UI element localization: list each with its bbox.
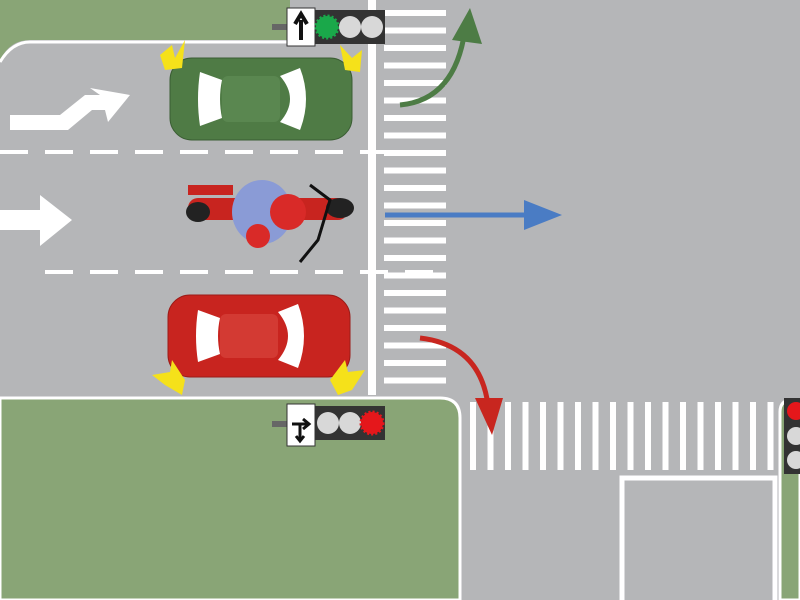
crosswalk-bottom (470, 402, 774, 470)
lane-dashes (0, 150, 433, 274)
red-path-arrow (419, 335, 491, 406)
crosswalk-stripe (384, 167, 446, 174)
lane-dash (270, 150, 298, 154)
crosswalk-stripe (522, 402, 529, 470)
crosswalk-stripe (697, 402, 704, 470)
crosswalk-stripe (470, 402, 476, 470)
blinker-icon (330, 360, 365, 395)
crosswalk-stripe (384, 325, 446, 331)
lane-dash (225, 150, 253, 154)
lane-dash (360, 270, 388, 274)
blue-arrowhead-icon (524, 200, 562, 230)
red-car (152, 294, 365, 395)
crosswalk-stripe (384, 290, 446, 296)
crosswalk-stripe (384, 10, 446, 16)
crosswalk-stripe (540, 402, 546, 470)
green-car (160, 40, 362, 141)
lane-dash (45, 150, 73, 154)
crosswalk-stripe (487, 402, 494, 470)
crosswalk-stripe (384, 45, 446, 51)
crosswalk-stripe (384, 132, 446, 139)
arrow-up-icon (293, 10, 309, 40)
crosswalk-stripe (384, 202, 446, 209)
crosswalk-main (384, 10, 446, 384)
lane-dash (405, 270, 433, 274)
lane-dash (135, 150, 163, 154)
lane-dash (225, 270, 253, 274)
lane-dash (270, 270, 298, 274)
green-path-arrow (399, 29, 468, 108)
crosswalk-stripe (575, 402, 581, 470)
blinker-icon (152, 360, 185, 395)
crosswalk-stripe (384, 115, 446, 121)
grass-bottom-left (0, 396, 462, 600)
red-signal-icon (359, 410, 385, 436)
green-signal-icon (314, 14, 340, 40)
crosswalk-stripe (384, 27, 446, 34)
crosswalk-stripe (715, 402, 721, 470)
crosswalk-stripe (680, 402, 686, 470)
lane-dash (90, 150, 118, 154)
straight-road-arrow-icon (0, 195, 72, 246)
crosswalk-stripe (610, 402, 616, 470)
crosswalk-stripe (384, 255, 446, 261)
crosswalk-stripe (384, 307, 446, 314)
motorcyclist (186, 180, 354, 263)
crosswalk-stripe (505, 402, 511, 470)
lane-dash (180, 150, 208, 154)
arrow-right-down-icon (292, 417, 312, 444)
curb-top-left (0, 40, 290, 63)
crosswalk-stripe (767, 402, 774, 470)
lane-dash (315, 150, 343, 154)
traffic-light-right (784, 398, 800, 474)
lane-dash (0, 150, 28, 154)
crosswalk-stripe (592, 402, 599, 470)
crosswalk-stripe (384, 185, 446, 191)
red-arrowhead-icon (475, 398, 503, 435)
blinker-icon (160, 40, 185, 70)
crosswalk-stripe (384, 272, 446, 279)
crosswalk-stripe (384, 62, 446, 69)
crosswalk-stripe (384, 360, 446, 366)
lane-dash (90, 270, 118, 274)
crosswalk-stripe (662, 402, 669, 470)
lane-lines-bottom (619, 475, 778, 600)
lane-dash (135, 270, 163, 274)
crosswalk-stripe (732, 402, 739, 470)
crosswalk-stripe (384, 80, 446, 86)
crosswalk-stripe (645, 402, 651, 470)
blinker-icon (340, 45, 362, 72)
lane-dash (45, 270, 73, 274)
traffic-light-top (272, 7, 385, 47)
crosswalk-stripe (750, 402, 756, 470)
stop-line (368, 0, 376, 395)
crosswalk-stripe (384, 237, 446, 244)
crosswalk-stripe (557, 402, 564, 470)
lane-dash (315, 270, 343, 274)
crosswalk-stripe (384, 342, 446, 349)
right-turn-road-arrow-icon (10, 88, 130, 130)
crosswalk-stripe (384, 220, 446, 226)
crosswalk-stripe (627, 402, 634, 470)
lane-dash (180, 270, 208, 274)
lane-dash (360, 150, 388, 154)
green-arrowhead-icon (452, 8, 482, 44)
traffic-light-bottom (272, 403, 385, 447)
crosswalk-stripe (384, 150, 446, 156)
crosswalk-stripe (384, 377, 446, 384)
grass-top-left (0, 0, 290, 60)
red-signal-icon (787, 402, 800, 420)
